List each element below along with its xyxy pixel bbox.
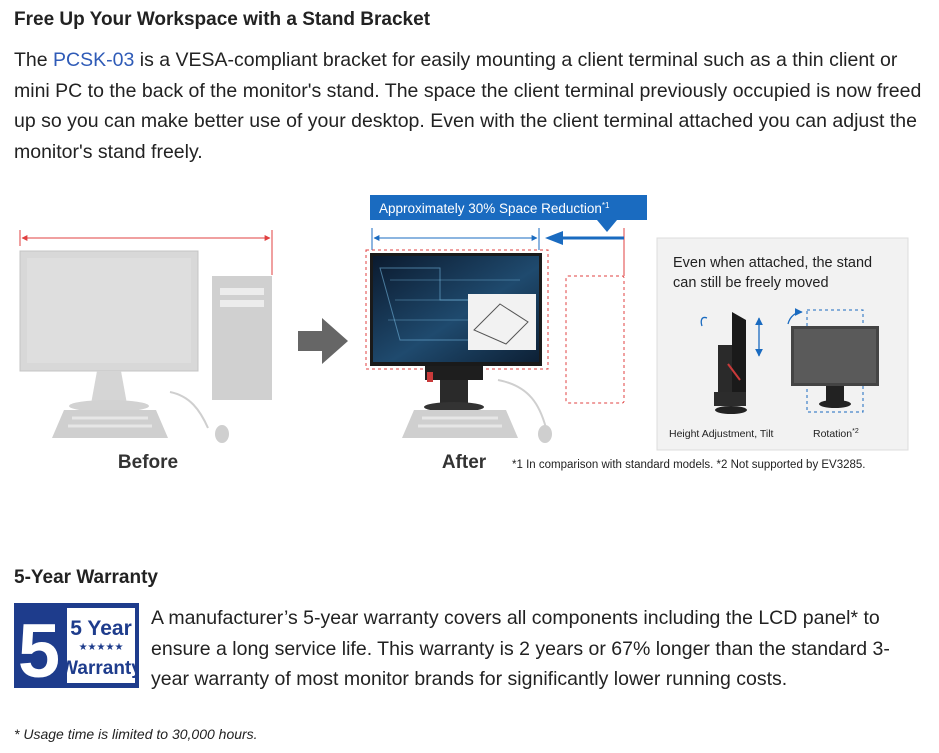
before-label: Before bbox=[118, 452, 178, 473]
after-monitor-icon bbox=[370, 253, 542, 412]
warranty-badge: 5 5 Year ★★★★★ Warranty bbox=[14, 603, 139, 688]
paragraph-body: is a VESA-compliant bracket for easily m… bbox=[14, 49, 922, 163]
stand-bracket-heading: Free Up Your Workspace with a Stand Brac… bbox=[14, 9, 431, 30]
before-tower-pc-icon bbox=[212, 276, 272, 400]
badge-stars: ★★★★★ bbox=[79, 642, 124, 653]
before-monitor-icon bbox=[19, 250, 199, 412]
stand-adjustment-callout: Even when attached, the stand can still … bbox=[656, 237, 909, 451]
rotation-footnote-mark: *2 bbox=[852, 428, 859, 435]
before-illustration: Before bbox=[19, 230, 273, 473]
rotation-icon bbox=[787, 308, 879, 413]
removed-pc-outline bbox=[565, 275, 625, 404]
before-width-dimension bbox=[19, 230, 273, 275]
height-adjustment-label: Height Adjustment, Tilt bbox=[669, 428, 774, 440]
stand-bracket-paragraph: The PCSK-03 is a VESA-compliant bracket … bbox=[14, 45, 924, 167]
svg-text:Rotation*2: Rotation*2 bbox=[813, 428, 859, 440]
pcsk-03-link[interactable]: PCSK-03 bbox=[53, 49, 135, 71]
callout-line-2: can still be freely moved bbox=[673, 275, 829, 291]
paragraph-prefix: The bbox=[14, 49, 54, 71]
height-adjustment-icon bbox=[700, 312, 763, 414]
space-reduction-text: Approximately 30% Space Reduction bbox=[379, 201, 602, 216]
figure-footnotes: *1 In comparison with standard models. *… bbox=[512, 459, 866, 471]
callout-line-1: Even when attached, the stand bbox=[673, 255, 872, 271]
space-reduction-footnote-mark: *1 bbox=[602, 201, 610, 210]
space-reduction-figure: Before Approximately 30% Space Reduction… bbox=[19, 195, 909, 473]
badge-line-1: 5 Year bbox=[70, 617, 132, 640]
after-label: After bbox=[442, 452, 487, 473]
after-illustration: Approximately 30% Space Reduction*1 bbox=[365, 195, 866, 473]
after-width-dimension bbox=[371, 228, 625, 276]
arrow-right-icon bbox=[298, 318, 348, 364]
badge-large-number: 5 bbox=[18, 609, 60, 688]
warranty-heading: 5-Year Warranty bbox=[14, 567, 158, 588]
badge-line-2: Warranty bbox=[60, 658, 139, 679]
warranty-paragraph: A manufacturer’s 5-year warranty covers … bbox=[151, 607, 890, 690]
rotation-label: Rotation bbox=[813, 428, 852, 440]
space-reduction-banner: Approximately 30% Space Reduction*1 bbox=[370, 195, 647, 232]
before-keyboard-icon bbox=[52, 391, 229, 443]
after-keyboard-icon bbox=[402, 379, 552, 443]
svg-text:Approximately 30% Space Reduct: Approximately 30% Space Reduction*1 bbox=[379, 201, 610, 216]
usage-footnote: * Usage time is limited to 30,000 hours. bbox=[14, 726, 258, 742]
